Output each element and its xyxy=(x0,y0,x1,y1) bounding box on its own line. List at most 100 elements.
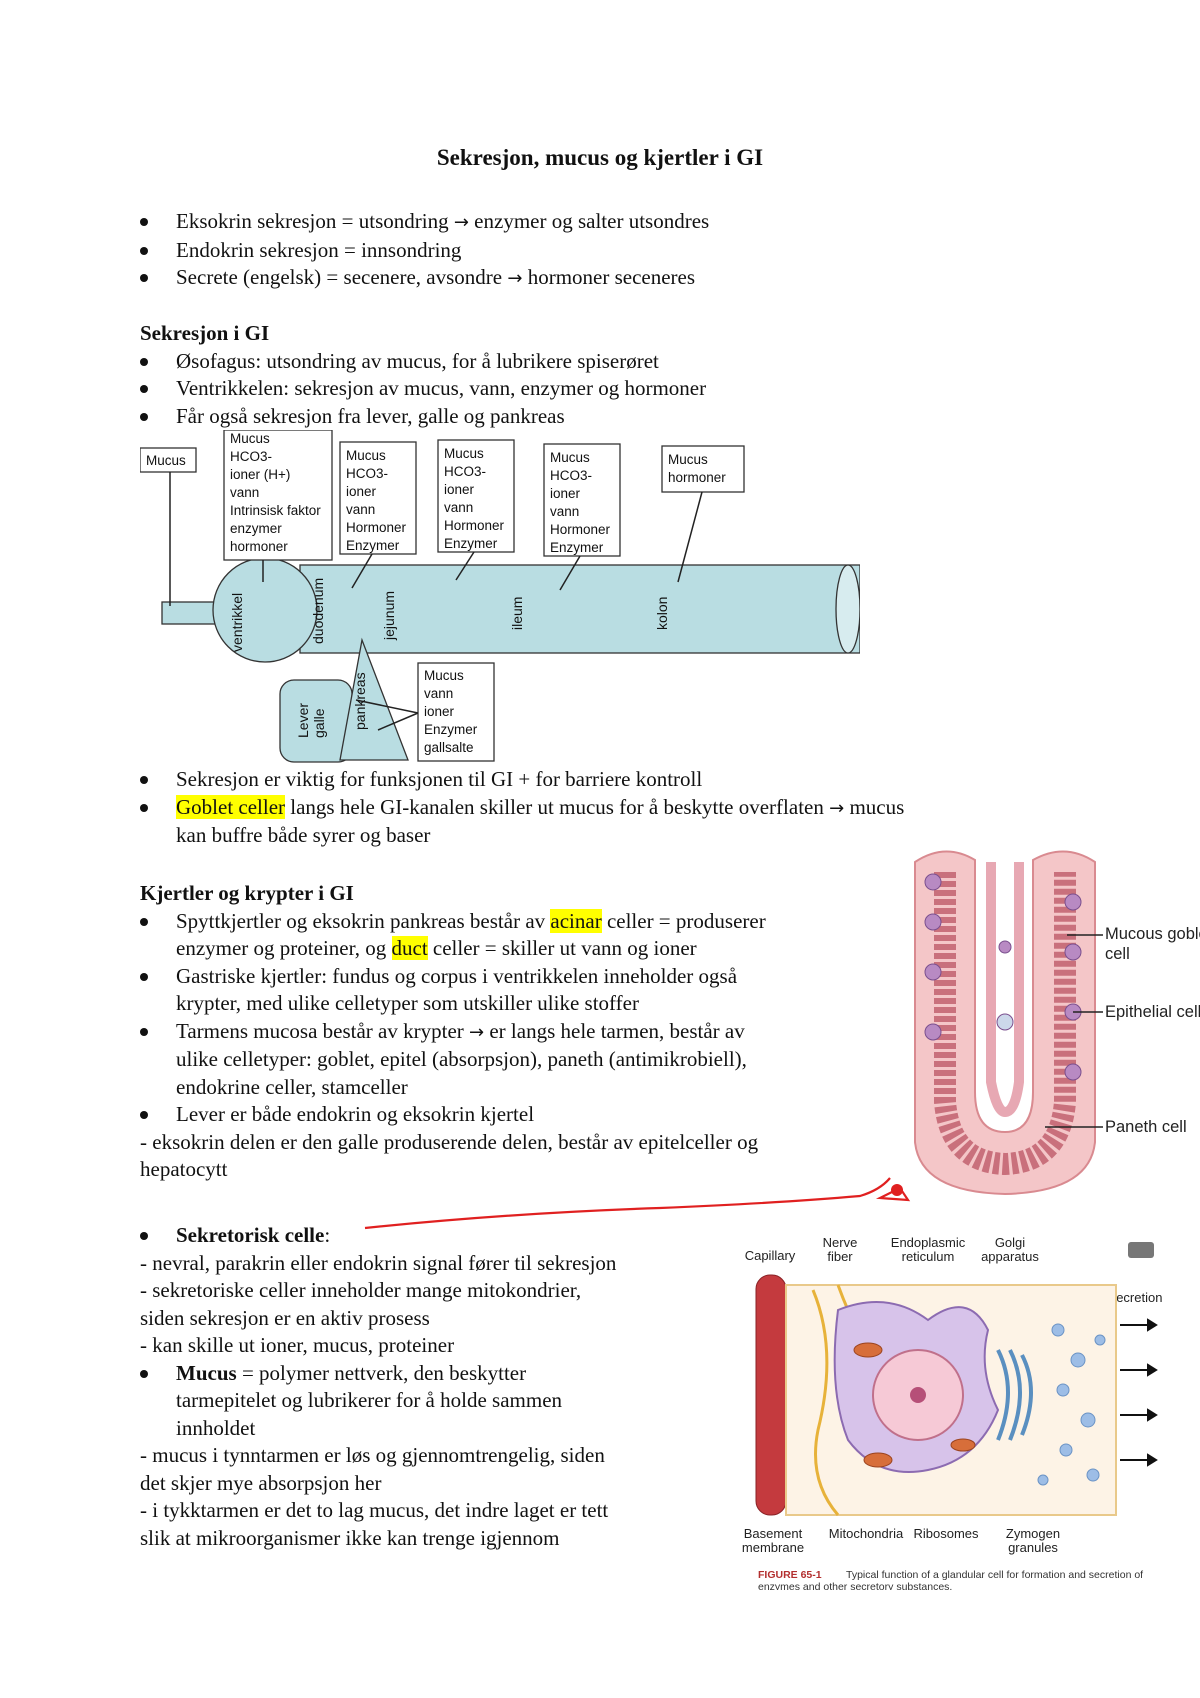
sekresjon-list: Øsofagus: utsondring av mucus, for å lub… xyxy=(140,348,706,431)
list-item: Ventrikkelen: sekresjon av mucus, vann, … xyxy=(140,375,706,403)
list-item: Tarmens mucosa består av krypter → er la… xyxy=(140,1018,860,1102)
box-text: HCO3- xyxy=(550,468,592,483)
box-duodenum xyxy=(339,441,417,555)
label-golgi-2: apparatus xyxy=(981,1249,1039,1264)
box-text: Enzymer xyxy=(346,538,400,553)
box-text: gallsalte xyxy=(424,740,474,755)
figure-caption-2: enzymes and other secretory substances. xyxy=(758,1581,952,1590)
box-text: vann xyxy=(230,485,259,500)
text-line: hepatocytt xyxy=(140,1157,228,1181)
text-line: - mucus i tynntarmen er løs og gjennomtr… xyxy=(140,1443,605,1467)
section-sekresjon: Sekresjon i GI Øsofagus: utsondring av m… xyxy=(140,320,706,430)
label-basement-2: membrane xyxy=(742,1540,804,1555)
label-er-2: reticulum xyxy=(902,1249,955,1264)
section-sekretorisk: Sekretorisk celle: - nevral, parakrin el… xyxy=(140,1222,700,1552)
label-lever: Lever xyxy=(295,703,311,738)
box-text: enzymer xyxy=(230,521,282,536)
box-text: vann xyxy=(550,504,579,519)
text-line: - sekretoriske celler inneholder mange m… xyxy=(140,1278,582,1302)
crypt-outer xyxy=(914,850,1096,1196)
intestine-tube xyxy=(299,564,860,654)
box-text: vann xyxy=(424,686,453,701)
label-kolon: kolon xyxy=(654,597,670,630)
box-text: Mucus xyxy=(550,450,590,465)
list-item: Sekresjon er viktig for funksjonen til G… xyxy=(140,766,1040,794)
list-item: Goblet celler langs hele GI-kanalen skil… xyxy=(140,794,1040,850)
list-item: Eksokrin sekresjon = utsondring → enzyme… xyxy=(140,208,709,237)
section-heading: Sekresjon i GI xyxy=(140,321,270,345)
box-text: Enzymer xyxy=(550,540,604,555)
box-text: ioner xyxy=(550,486,581,501)
label-galle: galle xyxy=(311,708,327,738)
figure-label: FIGURE 65-1 xyxy=(758,1569,822,1581)
box-text: Intrinsisk faktor xyxy=(230,503,321,518)
label-secretion: Secretion xyxy=(1108,1290,1163,1305)
crypt-illustration: Mucous goblet cell Epithelial cell Panet… xyxy=(914,850,1200,1196)
label-mucous-goblet-2: cell xyxy=(1105,945,1130,963)
text-line: det skjer mye absorpsjon her xyxy=(140,1470,382,1495)
annotation-dot xyxy=(891,1184,903,1196)
box-text: Mucus xyxy=(444,446,484,461)
list-item: Får også sekresjon fra lever, galle og p… xyxy=(140,403,706,431)
sekretorisk-list: Sekretorisk celle: xyxy=(140,1222,700,1250)
list-item: Gastriske kjertler: fundus og corpus i v… xyxy=(140,963,860,1018)
section-kjertler: Kjertler og krypter i GI Spyttkjertler o… xyxy=(140,880,860,1184)
box-text: Hormoner xyxy=(550,522,611,537)
box-text: Mucus xyxy=(230,431,270,446)
secretory-cell-figure: Capillary Nerve fiber Endoplasmic reticu… xyxy=(742,1235,1163,1590)
box-text: Mucus xyxy=(146,453,186,468)
box-text: Hormoner xyxy=(346,520,407,535)
list-item: Øsofagus: utsondring av mucus, for å lub… xyxy=(140,348,706,376)
crypt-lumen xyxy=(986,862,1024,1118)
label-mitochondria: Mitochondria xyxy=(829,1526,904,1541)
label-golgi: Golgi xyxy=(995,1235,1025,1250)
box-text: Mucus xyxy=(668,452,708,467)
box-liver xyxy=(417,662,495,762)
kjertler-list: Spyttkjertler og eksokrin pankreas bestå… xyxy=(140,908,860,1129)
box-text: vann xyxy=(346,502,375,517)
label-mucous-goblet: Mucous goblet xyxy=(1105,925,1200,943)
page-title: Sekresjon, mucus og kjertler i GI xyxy=(436,145,764,170)
box-text: Mucus xyxy=(346,448,386,463)
golgi-apparatus xyxy=(996,1349,1033,1441)
figure-caption: Typical function of a glandular cell for… xyxy=(846,1569,1143,1581)
pancreas-shape xyxy=(339,637,409,761)
box-text: Hormoner xyxy=(444,518,505,533)
red-annotation-line xyxy=(364,1177,911,1230)
label-nerve: Nerve xyxy=(823,1235,858,1250)
label-duodenum: duodenum xyxy=(310,578,326,644)
box-text: HCO3- xyxy=(444,464,486,479)
box-jejunum xyxy=(437,439,515,553)
box-text: Enzymer xyxy=(424,722,478,737)
tube-end xyxy=(835,564,860,654)
figure-icon xyxy=(1128,1242,1154,1258)
box-text: hormoner xyxy=(668,470,726,485)
box-text: ioner xyxy=(444,482,475,497)
box-text: HCO3- xyxy=(346,466,388,481)
box-text: vann xyxy=(444,500,473,515)
intro-list: Eksokrin sekresjon = utsondring → enzyme… xyxy=(140,208,709,293)
box-text: ioner xyxy=(346,484,377,499)
list-item: Sekretorisk celle: xyxy=(140,1222,700,1250)
highlight: duct xyxy=(391,936,428,960)
label-ileum: ileum xyxy=(509,597,525,630)
list-item: Spyttkjertler og eksokrin pankreas bestå… xyxy=(140,908,860,963)
label-epithelial: Epithelial cell xyxy=(1105,1003,1200,1021)
box-text: HCO3- xyxy=(230,449,272,464)
highlight: Goblet celler xyxy=(176,794,286,819)
text-line: - nevral, parakrin eller endokrin signal… xyxy=(140,1250,617,1275)
box-esophagus xyxy=(140,447,197,473)
box-text: Mucus xyxy=(424,668,464,683)
capillary-shape xyxy=(755,1274,787,1516)
box-kolon xyxy=(661,445,745,493)
annotation-stroke xyxy=(364,1177,911,1230)
label-zymogen: Zymogen xyxy=(1006,1526,1060,1541)
label-capillary: Capillary xyxy=(745,1248,796,1263)
list-item: Secrete (engelsk) = secenere, avsondre →… xyxy=(140,264,709,293)
box-text: ioner xyxy=(424,704,455,719)
list-item: Lever er både endokrin og eksokrin kjert… xyxy=(140,1101,860,1129)
box-ventrikkel xyxy=(223,430,333,561)
label-er: Endoplasmic xyxy=(891,1235,966,1250)
